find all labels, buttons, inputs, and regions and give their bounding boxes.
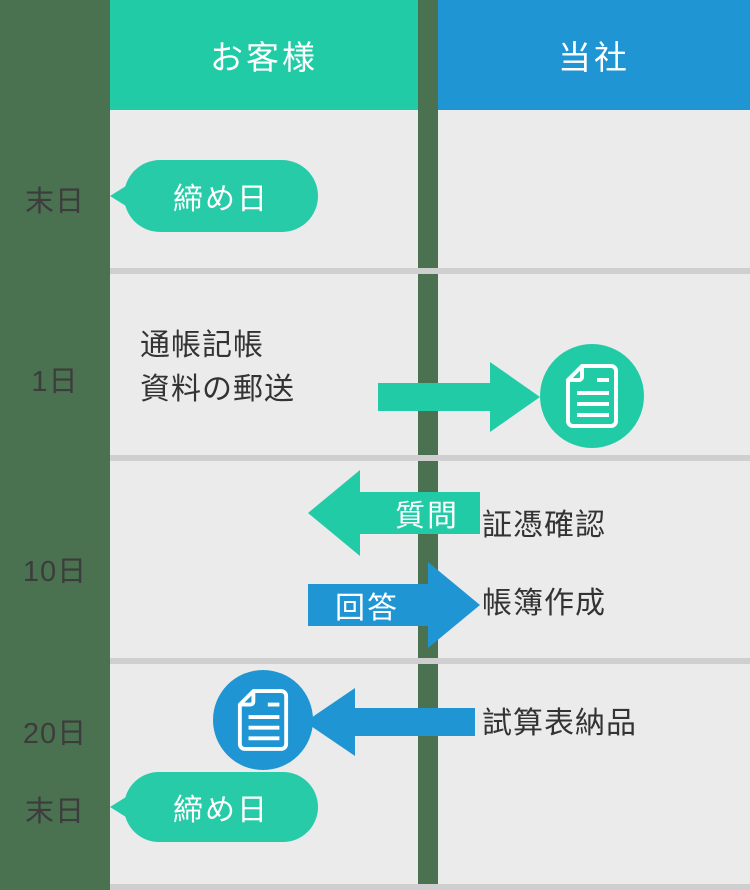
arrow-right-answer-row3: 回答 [308, 562, 480, 648]
company-task-text-row3-2: 帳簿作成 [482, 587, 606, 620]
company-column-body [438, 110, 750, 890]
document-icon [566, 364, 618, 428]
document-icon-circle-teal [540, 344, 644, 448]
arrow-right-answer-label: 回答 [335, 592, 399, 625]
closing-date-bubble-label-row1: 締め日 [173, 183, 269, 216]
customer-task-text-row2: 通帳記帳 資料の郵送 [140, 329, 295, 406]
column-divider-rail [418, 0, 438, 890]
row-divider-2 [110, 455, 750, 461]
day-label-row2: 1日 [31, 366, 79, 398]
customer-column-header: お客様 [110, 0, 418, 110]
company-column-header: 当社 [438, 0, 750, 110]
company-column-header-label: 当社 [558, 39, 630, 76]
closing-date-bubble-row4: 締め日 [110, 772, 318, 842]
arrow-right-mail-row2 [378, 362, 548, 432]
document-icon-circle-blue [213, 670, 313, 770]
row-divider-1 [110, 268, 750, 274]
days-rail [0, 0, 110, 890]
arrow-left-question-row3: 質問 [308, 470, 480, 556]
arrow-left-question-label: 質問 [395, 500, 459, 533]
row-divider-4 [110, 884, 750, 890]
arrow-left-delivery-row4 [305, 688, 475, 756]
closing-date-bubble-label-row4: 締め日 [173, 794, 269, 827]
day-label-row1: 末日 [24, 186, 85, 218]
customer-column-header-label: お客様 [210, 39, 318, 76]
day-label-row3: 10日 [22, 556, 88, 588]
company-task-text-row4: 試算表納品 [482, 707, 637, 740]
row-divider-3 [110, 658, 750, 664]
closing-date-bubble-row1: 締め日 [110, 160, 318, 232]
document-icon [237, 689, 289, 751]
day-label-row4-bottom: 末日 [24, 796, 85, 828]
company-task-text-row3-1: 証憑確認 [482, 509, 606, 542]
day-label-row4-top: 20日 [22, 718, 88, 750]
